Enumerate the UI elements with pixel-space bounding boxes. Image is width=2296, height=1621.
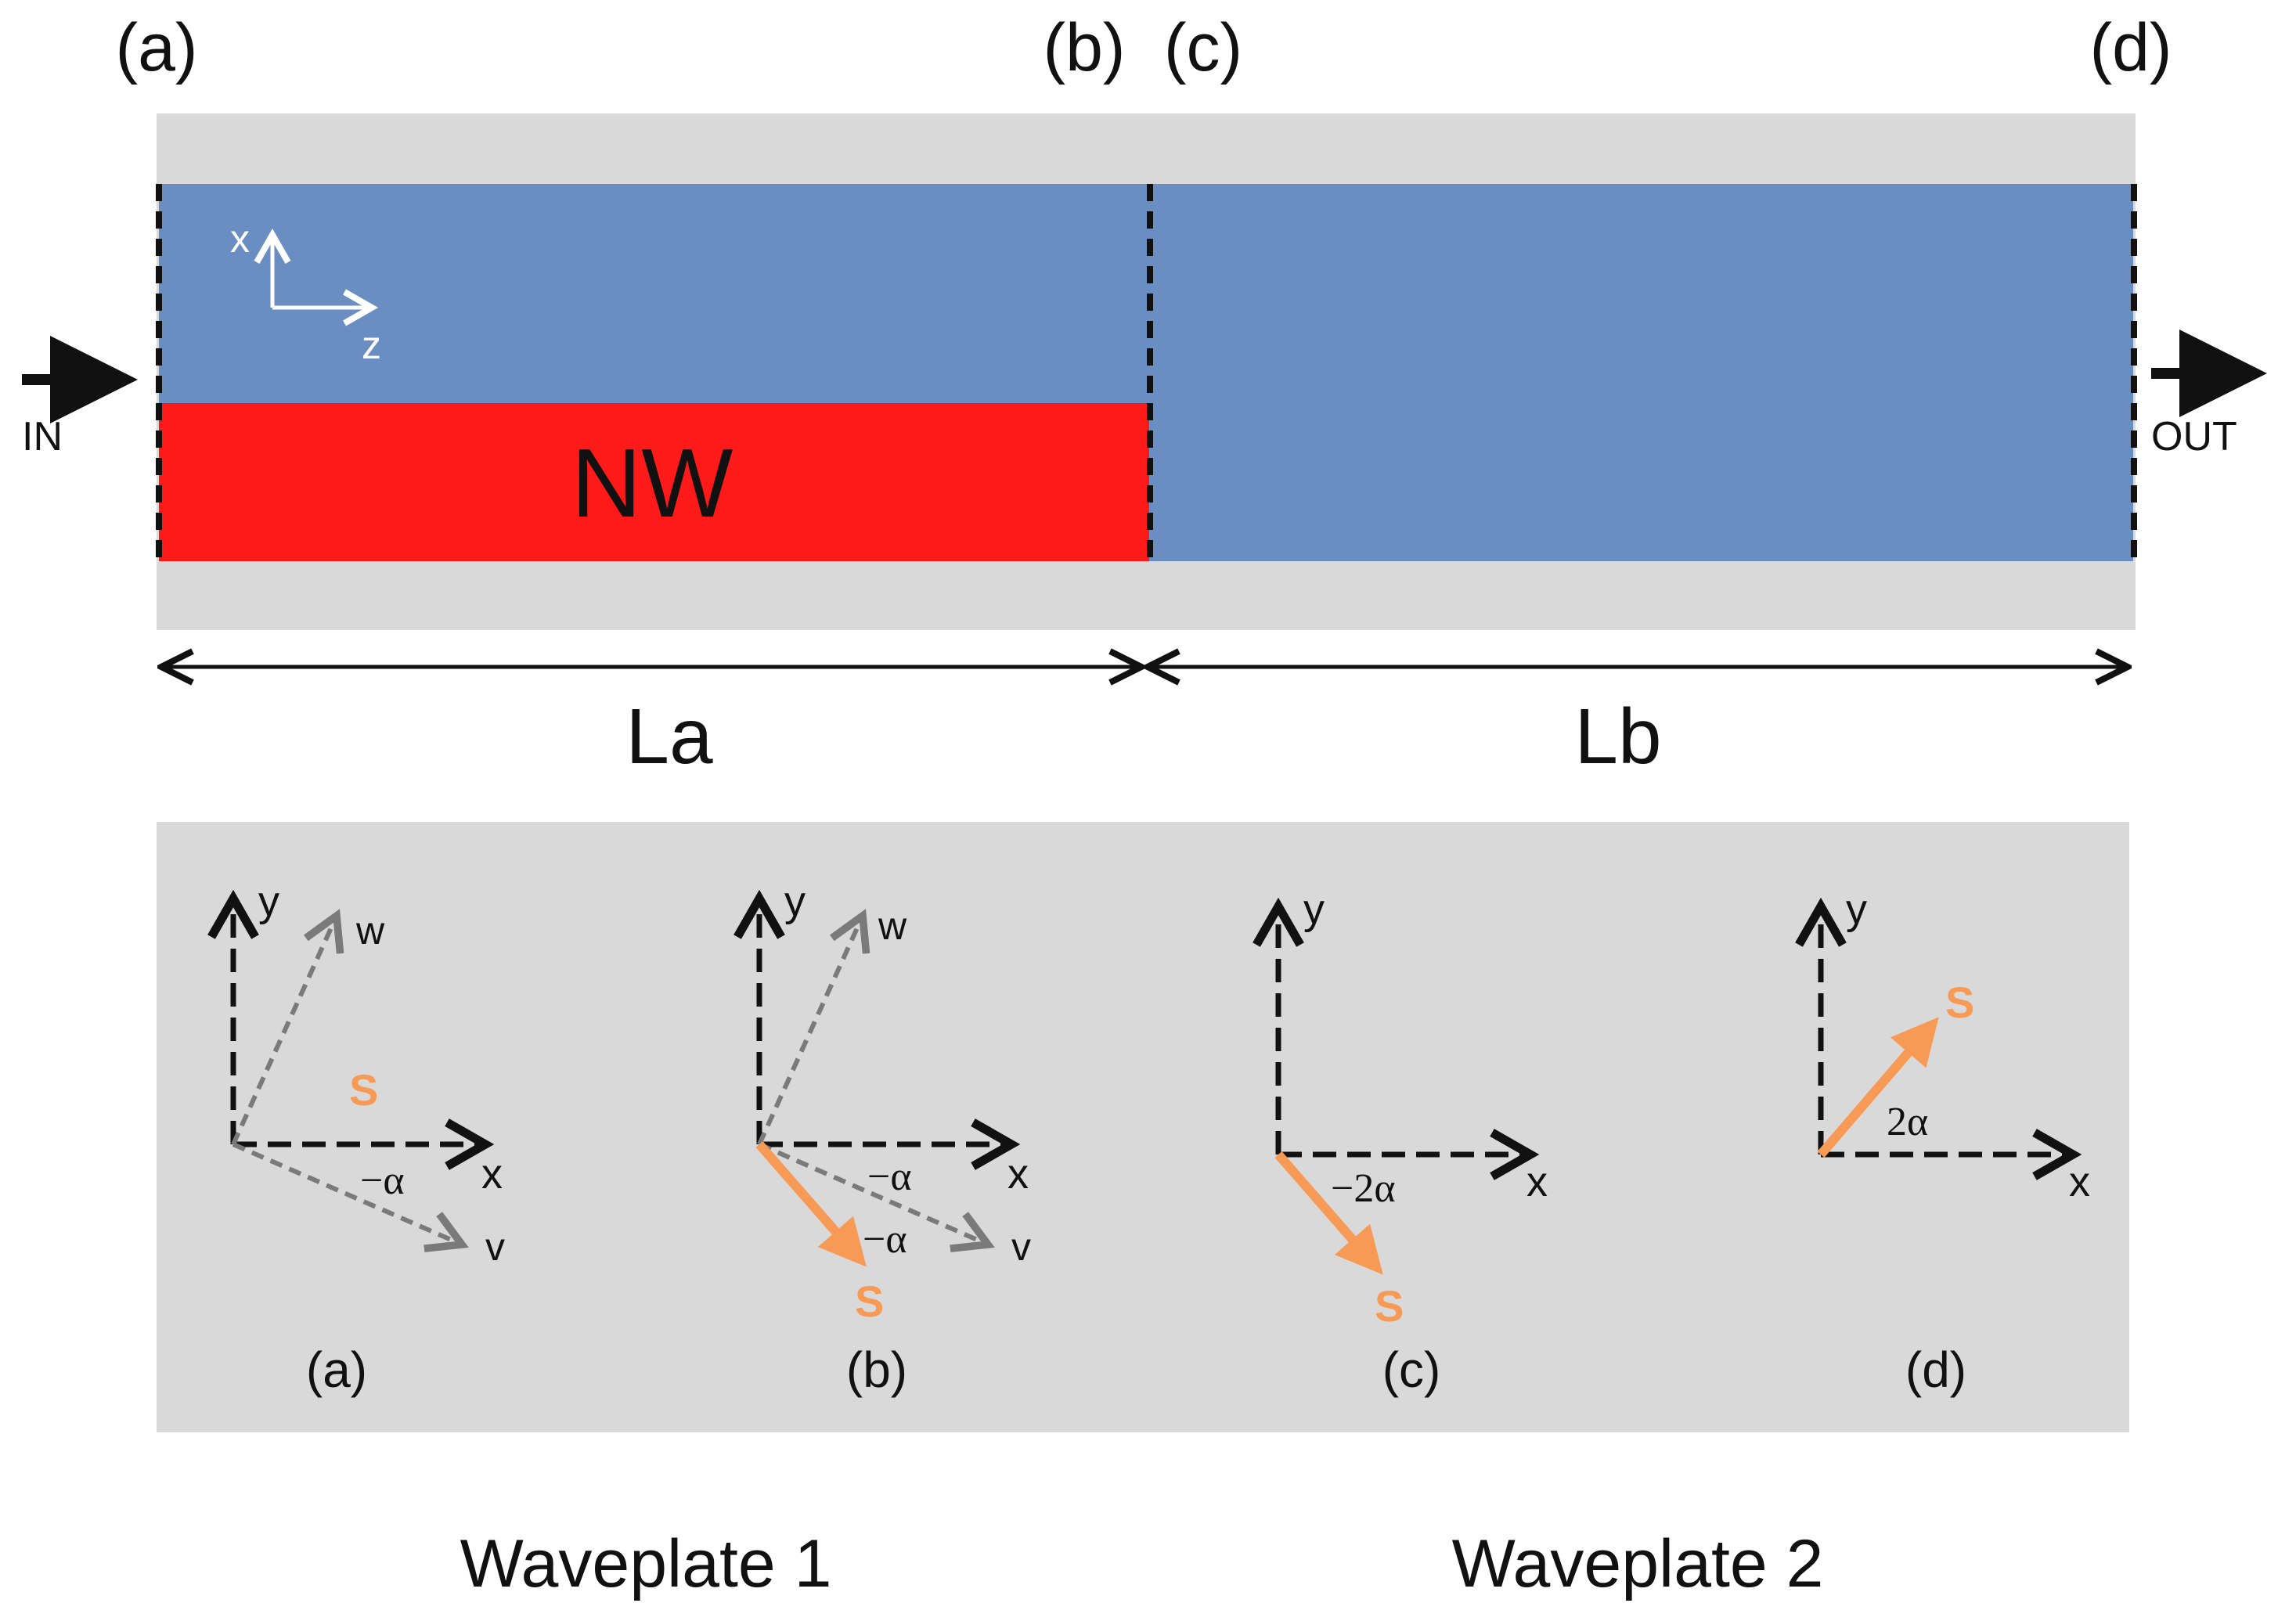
angle-label: 2α xyxy=(1887,1100,1928,1144)
nw-label: NW xyxy=(571,430,733,538)
coord-z-label: z xyxy=(362,323,381,367)
y-label: y xyxy=(1303,886,1325,933)
out-label: OUT xyxy=(2151,414,2237,459)
v-label: v xyxy=(1011,1225,1031,1269)
s-label: S xyxy=(349,1065,378,1115)
s-label: S xyxy=(855,1277,884,1326)
panel-caption: (b) xyxy=(846,1342,907,1398)
angle-label: −α xyxy=(360,1158,405,1203)
s-vector xyxy=(755,1141,867,1267)
x-label: x xyxy=(1526,1158,1548,1205)
section-label-c: (c) xyxy=(1164,10,1242,85)
x-label: x xyxy=(481,1151,503,1198)
angle-label: −2α xyxy=(1331,1166,1396,1211)
length-a-label: La xyxy=(625,693,713,780)
nanowire-region xyxy=(159,403,1149,561)
s-vector xyxy=(1817,1017,1939,1158)
angle-label: −α xyxy=(867,1155,912,1199)
panel-caption: (a) xyxy=(306,1342,367,1398)
waveplate-2-label: Waveplate 2 xyxy=(1452,1526,1824,1601)
in-label: IN xyxy=(22,414,63,459)
length-b-label: Lb xyxy=(1574,693,1661,780)
coord-x-label: x xyxy=(230,217,250,261)
y-label: y xyxy=(1846,886,1867,933)
y-label: y xyxy=(784,878,806,925)
waveplate-1-label: Waveplate 1 xyxy=(460,1526,832,1601)
w-label: w xyxy=(355,909,385,953)
w-axis xyxy=(757,909,870,1146)
x-label: x xyxy=(1007,1151,1029,1198)
panel-caption: (d) xyxy=(1905,1342,1966,1398)
polarization-panel xyxy=(157,822,2129,1432)
y-label: y xyxy=(258,878,279,925)
waveguide-section: (a) (b) (c) (d) NW x z IN OUT La Lb xyxy=(22,10,2267,780)
s-vector xyxy=(1274,1151,1383,1275)
v-label: v xyxy=(485,1225,505,1269)
panel-c: y x S −2α (c) xyxy=(1253,886,1548,1398)
section-label-a: (a) xyxy=(115,10,197,85)
w-label: w xyxy=(878,904,907,948)
section-label-b: (b) xyxy=(1043,10,1125,85)
s-label: S xyxy=(1945,978,1974,1027)
panel-d: y x S 2α (d) xyxy=(1795,886,2090,1398)
section-label-d: (d) xyxy=(2089,10,2172,85)
panel-caption: (c) xyxy=(1382,1342,1441,1398)
v-axis xyxy=(232,1142,469,1252)
w-axis xyxy=(231,909,344,1146)
angle2-label: −α xyxy=(863,1217,907,1262)
v-axis xyxy=(758,1142,995,1252)
panel-a: y x w v S −α (a) xyxy=(207,878,505,1398)
x-label: x xyxy=(2069,1158,2090,1205)
s-label: S xyxy=(1375,1281,1404,1331)
panel-b: y x w v S −α −α (b) xyxy=(733,878,1031,1398)
